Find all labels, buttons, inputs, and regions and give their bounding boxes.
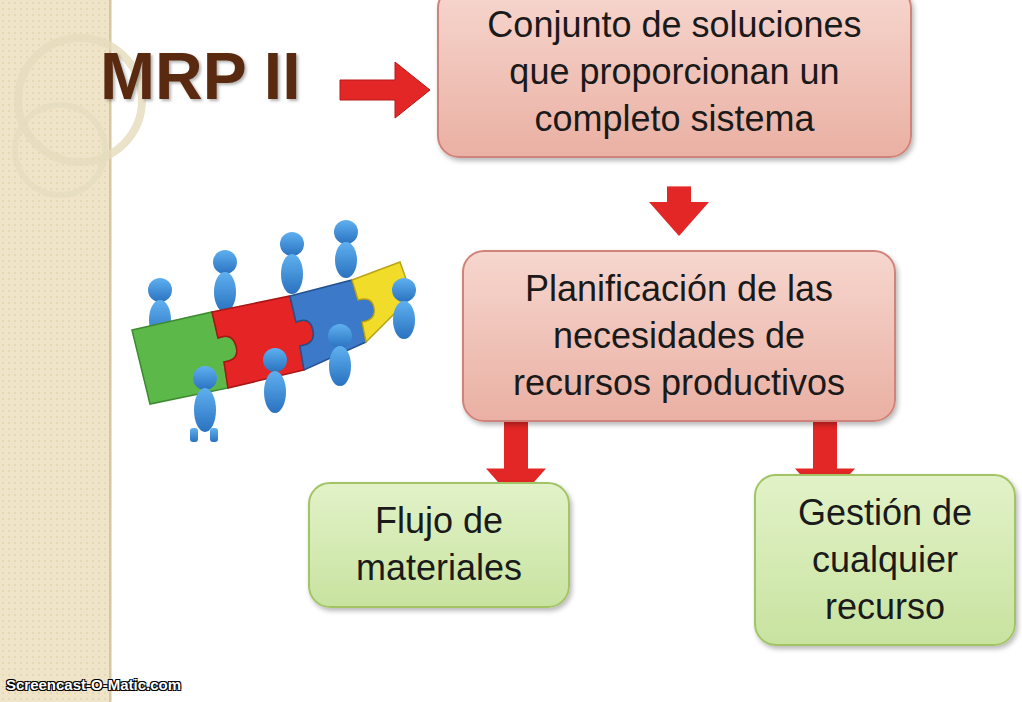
block-arrow xyxy=(667,186,691,203)
watermark: Screencast-O-Matic.com xyxy=(6,676,181,693)
title-arrow xyxy=(340,62,430,118)
block-arrow xyxy=(504,421,528,469)
process-box: Flujo de materiales xyxy=(308,482,570,608)
box-text: Planificación de las necesidades de recu… xyxy=(484,266,874,406)
process-box: Conjunto de soluciones que proporcionan … xyxy=(437,0,912,158)
process-box: Planificación de las necesidades de recu… xyxy=(462,250,896,422)
puzzle-illustration xyxy=(132,220,416,442)
box-text: Conjunto de soluciones que proporcionan … xyxy=(459,2,890,142)
diagram-title: MRP II xyxy=(100,38,300,114)
deco-circle xyxy=(15,105,105,195)
process-box: Gestión de cualquier recurso xyxy=(754,474,1016,646)
box-text: Flujo de materiales xyxy=(330,498,548,592)
box-text: Gestión de cualquier recurso xyxy=(776,490,994,630)
